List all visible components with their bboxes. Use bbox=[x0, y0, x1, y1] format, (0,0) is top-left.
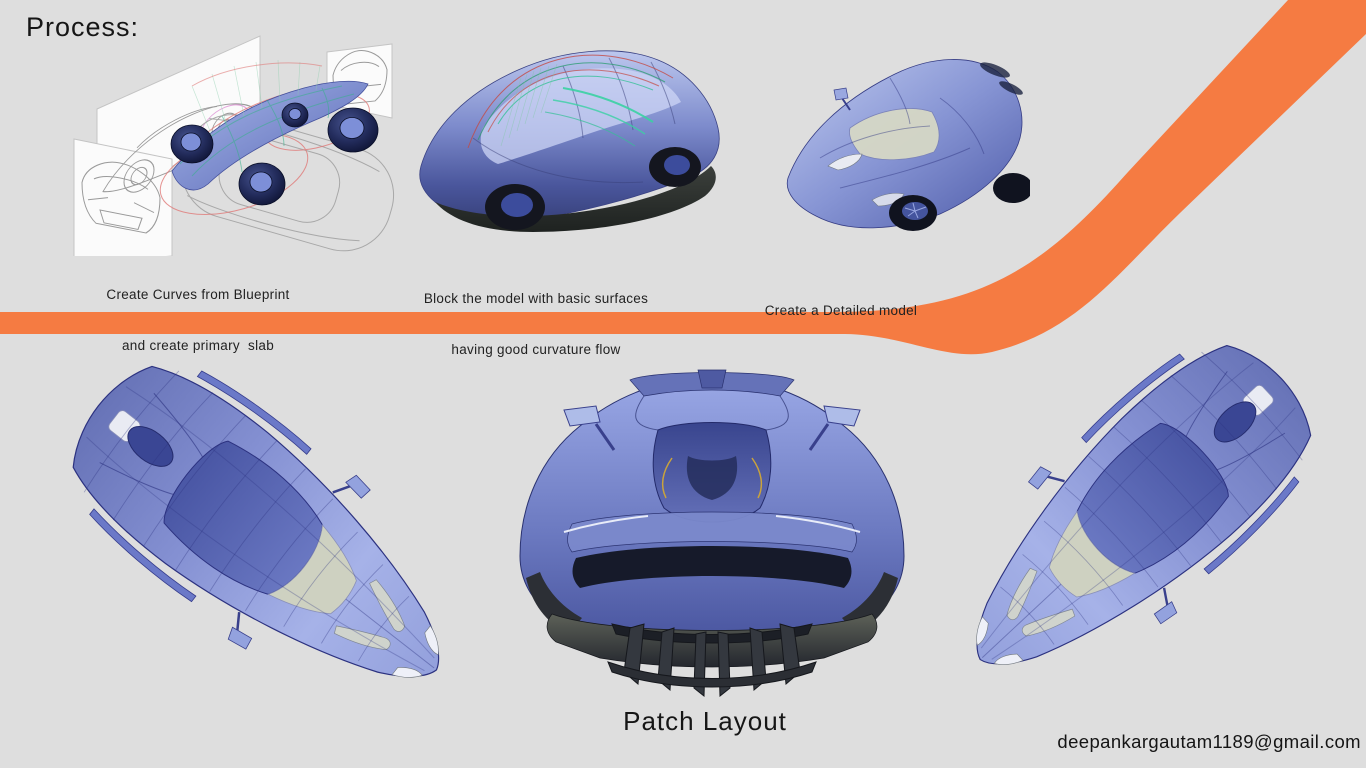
step-caption-detailed-model: Create a Detailed model bbox=[700, 270, 982, 337]
detailed-model-figure bbox=[786, 59, 1030, 231]
blueprint-stage-figure bbox=[73, 35, 395, 256]
rear-diffuser-fins bbox=[607, 623, 817, 698]
curvature-combs bbox=[467, 54, 674, 149]
tires bbox=[170, 102, 379, 206]
caption-line: Create Curves from Blueprint bbox=[106, 287, 290, 303]
primary-slab bbox=[171, 59, 369, 191]
patch-layout-heading: Patch Layout bbox=[623, 706, 787, 736]
detailed-car-body bbox=[786, 59, 1030, 229]
page-title: Process: bbox=[26, 12, 140, 42]
rear-car-body bbox=[519, 369, 905, 668]
blocked-surfaces-figure bbox=[419, 50, 720, 232]
caption-line: having good curvature flow bbox=[451, 341, 621, 357]
step-caption-block-model: Block the model with basic surfaces havi… bbox=[396, 258, 676, 375]
blueprint-planes bbox=[73, 35, 393, 256]
caption-line: Block the model with basic surfaces bbox=[423, 291, 649, 307]
caption-line: and create primary slab bbox=[121, 337, 274, 353]
rear-view-render-figure bbox=[519, 369, 905, 698]
top-view-render-figure bbox=[33, 352, 502, 720]
green-hatch-fan bbox=[191, 59, 321, 137]
blocked-car-body bbox=[419, 50, 720, 232]
caption-line: Create a Detailed model bbox=[764, 303, 918, 319]
front-top-view-render-figure bbox=[940, 320, 1351, 692]
front-view-sketch bbox=[81, 161, 161, 234]
step-caption-blueprint: Create Curves from Blueprint and create … bbox=[58, 254, 338, 371]
orange-swoosh-path bbox=[0, 0, 1366, 355]
wheels bbox=[485, 147, 701, 230]
wheels bbox=[889, 195, 937, 231]
contact-email: deepankargautam1189@gmail.com bbox=[1057, 731, 1361, 752]
